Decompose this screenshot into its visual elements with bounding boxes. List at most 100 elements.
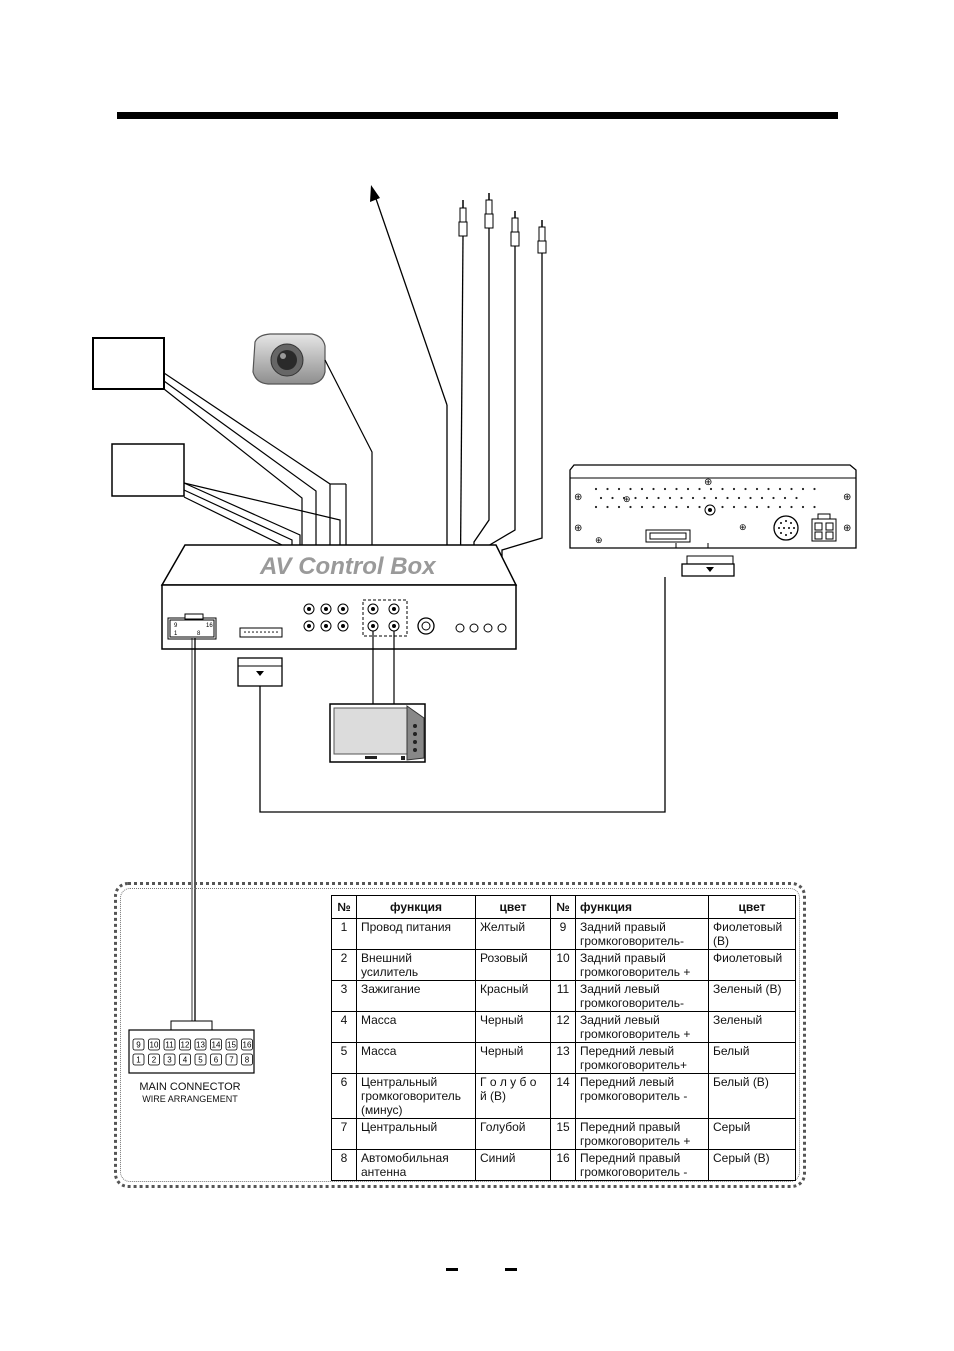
header-function-1: функция	[356, 895, 476, 919]
pin-color: Белый	[708, 1042, 796, 1074]
pin-number: 13	[550, 1042, 576, 1074]
main-connector-label: MAIN CONNECTOR WIRE ARRANGEMENT	[120, 1081, 260, 1105]
pin-color: Серый (В)	[708, 1149, 796, 1181]
top-pin-box	[148, 1038, 160, 1051]
pin-function: Зажигание	[356, 980, 476, 1012]
monitor	[329, 631, 426, 763]
pin-function: Провод питания	[356, 918, 476, 950]
top-pin-label: 13	[196, 1041, 205, 1050]
pin-function: Передний правый громкоговоритель -	[575, 1149, 709, 1181]
rca-plug-4	[501, 220, 547, 624]
pin-function: Задний левый громкоговоритель +	[575, 1011, 709, 1043]
main-connector-subtitle: WIRE ARRANGEMENT	[142, 1094, 238, 1104]
bottom-pin-label: 4	[183, 1056, 188, 1065]
pin-color: Г о л у б о й (В)	[475, 1073, 551, 1119]
top-pin-box	[194, 1038, 207, 1051]
header-color-2: цвет	[708, 895, 796, 919]
pin-number: 11	[550, 980, 576, 1012]
camera	[252, 333, 373, 604]
bottom-pin-box	[241, 1053, 253, 1066]
main-connector-title: MAIN CONNECTOR	[139, 1081, 241, 1093]
pin-function: Масса	[356, 1011, 476, 1043]
pin-number: 1	[331, 918, 357, 950]
bottom-pin-label: 1	[136, 1056, 141, 1065]
av-box-title: AV Control Box	[259, 553, 437, 580]
svg-text:⊕: ⊕	[574, 492, 582, 503]
bottom-pin-label: 8	[245, 1056, 250, 1065]
pin-color: Розовый	[475, 949, 551, 981]
socket-pin-9: 9	[174, 623, 178, 629]
pin-number: 16	[550, 1149, 576, 1181]
pin-function: Передний правый громкоговоритель +	[575, 1118, 709, 1150]
wiring-frame	[114, 882, 806, 1188]
link-plug-right	[681, 555, 735, 577]
bottom-pin-box	[148, 1053, 160, 1066]
pin-color: Фиолетовый	[708, 949, 796, 981]
bottom-pin-box	[179, 1053, 191, 1066]
device-box-bottom	[111, 443, 185, 497]
main-socket	[169, 619, 215, 638]
header-num-1: №	[331, 895, 357, 919]
top-pin-label: 12	[181, 1041, 190, 1050]
pin-color: Красный	[475, 980, 551, 1012]
pin-color: Серый	[708, 1118, 796, 1150]
bottom-pin-label: 2	[152, 1056, 157, 1065]
pin-function: Внешний усилитель	[356, 949, 476, 981]
pin-color: Зеленый (В)	[708, 980, 796, 1012]
pin-function: Масса	[356, 1042, 476, 1074]
top-pin-label: 14	[212, 1041, 221, 1050]
top-pin-box	[241, 1038, 253, 1051]
table-header-row: № функция цвет № функция цвет	[331, 895, 796, 919]
top-pin-label: 11	[165, 1041, 174, 1050]
pin-number: 9	[550, 918, 576, 950]
av-control-box: AV Control Box 9 16 1 8	[160, 544, 518, 650]
pin-number: 3	[331, 980, 357, 1012]
socket-pin-8: 8	[197, 631, 201, 637]
pin-number: 10	[550, 949, 576, 981]
top-rule	[117, 112, 838, 119]
wiring-frame-inner	[120, 888, 800, 1182]
pin-number: 12	[550, 1011, 576, 1043]
top-pin-box	[179, 1038, 191, 1051]
pin-function: Автомобильная антенна	[356, 1149, 476, 1181]
pin-color: Синий	[475, 1149, 551, 1181]
pin-number: 15	[550, 1118, 576, 1150]
pin-function: Передний левый громкоговоритель+	[575, 1042, 709, 1074]
svg-text:⊕: ⊕	[574, 523, 582, 534]
pin-color: Голубой	[475, 1118, 551, 1150]
pin-color: Белый (В)	[708, 1073, 796, 1119]
pin-number: 4	[331, 1011, 357, 1043]
pin-function: Задний правый громкоговоритель-	[575, 918, 709, 950]
header-num-2: №	[550, 895, 576, 919]
svg-text:⊕: ⊕	[843, 523, 851, 534]
bottom-pin-box	[163, 1053, 176, 1066]
svg-text:⊕: ⊕	[739, 522, 747, 532]
page-number-dash-left	[446, 1268, 458, 1271]
pin-color: Фиолетовый (В)	[708, 918, 796, 950]
bottom-pin-box	[132, 1053, 145, 1066]
pin-function: Задний левый громкоговоритель-	[575, 980, 709, 1012]
top-pin-box	[225, 1038, 238, 1051]
bottom-pin-box	[210, 1053, 222, 1066]
bottom-pin-label: 7	[229, 1056, 234, 1065]
head-unit: ⊕ ⊕ ⊕ ⊕ ⊕ ⊕ ⊕ ⊕	[569, 464, 857, 549]
svg-text:⊕: ⊕	[843, 492, 851, 503]
bottom-pin-box	[194, 1053, 207, 1066]
pin-color: Зеленый	[708, 1011, 796, 1043]
top-pin-label: 10	[150, 1041, 159, 1050]
socket-pin-1: 1	[174, 631, 178, 637]
pin-color: Черный	[475, 1042, 551, 1074]
svg-text:⊕: ⊕	[704, 477, 712, 488]
pin-number: 2	[331, 949, 357, 981]
header-color-1: цвет	[475, 895, 551, 919]
